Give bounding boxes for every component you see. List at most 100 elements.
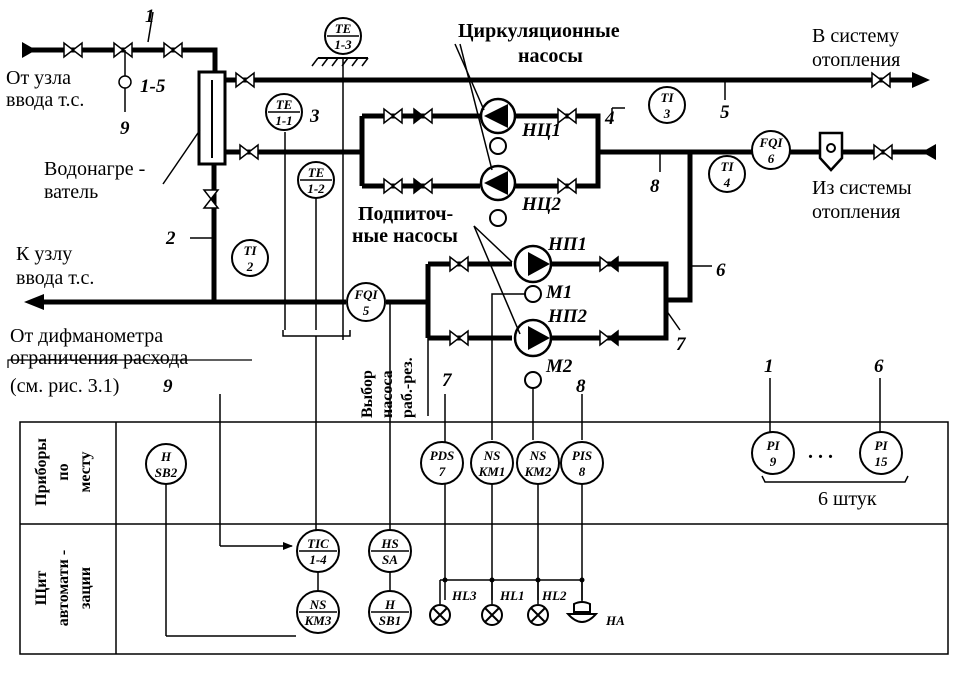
to-heating-label-1: В систему (812, 25, 899, 47)
instrument-function-label: FQI (353, 287, 378, 302)
instrument-number-label: 1-3 (334, 37, 352, 52)
pump-select-label-2: насоса (379, 370, 396, 418)
to-node-label-1: К узлу (16, 243, 72, 265)
instrument-number-label: 1-4 (309, 552, 327, 567)
heater-label-2: ватель (44, 181, 98, 203)
instrument-function-label: PI (767, 438, 781, 453)
signal-hl3-label: HL3 (451, 588, 477, 603)
instrument-function-label: NS (529, 448, 547, 463)
from-node-label-1: От узла (6, 67, 71, 89)
diffmano-label-2: ограничения расхода (10, 347, 188, 369)
instrument-circle (708, 155, 746, 193)
diffmano-label-3: (см. рис. 3.1) (10, 375, 119, 397)
to-node-label-2: ввода т.с. (16, 267, 94, 289)
pump-nc2-label: НЦ2 (521, 194, 562, 215)
pipe-number-2: 2 (165, 228, 176, 249)
makeup-pump-2 (513, 318, 553, 389)
pipe-number-9a: 9 (120, 118, 130, 139)
pipe-number-9b: 9 (163, 376, 173, 397)
pipelines (22, 42, 936, 341)
motor-m2-label: M2 (545, 356, 573, 377)
instrument-circle (470, 441, 514, 485)
instrument-number-label: 4 (723, 175, 731, 190)
instrument-number-label: SB1 (379, 613, 401, 628)
instrument-function-label: TI (661, 90, 675, 105)
instrument-circle (751, 431, 795, 475)
from-heating-label-2: отопления (812, 201, 900, 223)
instrument-number-label: 1-2 (307, 181, 325, 196)
instrument-function-label: NS (483, 448, 501, 463)
instrument-number-label: 3 (663, 106, 671, 121)
instrument-function-label: TIC (307, 536, 329, 551)
panel-section-label-2: автомати - (55, 550, 72, 626)
heater-label-1: Водонагре - (44, 158, 145, 180)
makeup-pumps-label-1: Подпиточ- (358, 203, 453, 225)
instrument-ti3: TI3 (648, 86, 686, 124)
instrument-circle (346, 282, 386, 322)
circ-pumps-label-2: насосы (518, 45, 583, 67)
pump-select-label-1: Выбор (359, 370, 376, 418)
from-heating-label-1: Из системы (812, 177, 912, 199)
instrument-function-label: TE (276, 97, 293, 112)
pumps (479, 97, 553, 389)
pipe-number-5: 5 (720, 102, 730, 123)
instrument-function-label: NS (309, 597, 327, 612)
instrument-function-label: PDS (430, 448, 455, 463)
instrument-function-label: PI (875, 438, 889, 453)
lamp-hl2 (527, 580, 549, 626)
signal-lamps (429, 580, 599, 626)
leader-lines (147, 11, 726, 335)
instrument-te11: TE1-1 (265, 93, 303, 131)
instrument-number-label: KM1 (478, 464, 506, 479)
pump-np2-label: НП2 (547, 306, 588, 327)
instrument-number-label: 7 (439, 464, 446, 479)
instrument-bubbles: TE1-3TE1-1TE1-2TI3TI2TI4FQI6FQI5HSB2PDS7… (145, 17, 903, 634)
lamp-hl1 (481, 580, 503, 626)
signal-hl2-label: HL2 (541, 588, 567, 603)
local-section-label-3: месту (77, 452, 94, 493)
pi-number-6: 6 (874, 356, 884, 377)
instrument-ti2: TI2 (231, 239, 269, 277)
instrument-function-label: FQI (758, 135, 783, 150)
instrument-te12: TE1-2 (297, 161, 335, 199)
instrument-ti4: TI4 (708, 155, 746, 193)
horn-ha (565, 580, 599, 623)
panel-section-label-1: Щит (33, 571, 50, 606)
to-heating-label-2: отопления (812, 49, 900, 71)
pipe-number-3: 3 (309, 106, 320, 127)
instrument-circle (648, 86, 686, 124)
instrument-circle (231, 239, 269, 277)
count-label: 6 штук (818, 488, 877, 510)
instrument-circle (751, 130, 791, 170)
instrument-circle (145, 443, 187, 485)
diffmano-label-1: От дифманометра (10, 325, 163, 347)
instrument-number-label: 15 (875, 454, 889, 469)
pump-select-label-3: раб.-рез. (399, 357, 416, 418)
pipe-number-7b: 7 (676, 334, 687, 355)
pipe-number-7a: 7 (442, 370, 453, 391)
instrument-number-label: 1-1 (275, 113, 292, 128)
instrument-circle (859, 431, 903, 475)
signal-hl1-label: HL1 (499, 588, 525, 603)
pipe-number-1: 1 (145, 6, 155, 27)
pipe-number-6: 6 (716, 260, 726, 281)
instrument-number-label: KM3 (304, 613, 332, 628)
ellipsis: . . . (808, 441, 833, 463)
pump-np1-label: НП1 (547, 234, 587, 255)
bus-dots (442, 577, 585, 583)
instrument-circle (516, 441, 560, 485)
instrument-function-label: HS (380, 536, 398, 551)
instrument-number-label: KM2 (524, 464, 552, 479)
local-section-label-2: по (55, 463, 72, 480)
pipe-number-8b: 8 (650, 176, 660, 197)
instrument-function-label: PIS (572, 448, 592, 463)
pipe-number-8a: 8 (576, 376, 586, 397)
instrument-function-label: TI (721, 159, 735, 174)
